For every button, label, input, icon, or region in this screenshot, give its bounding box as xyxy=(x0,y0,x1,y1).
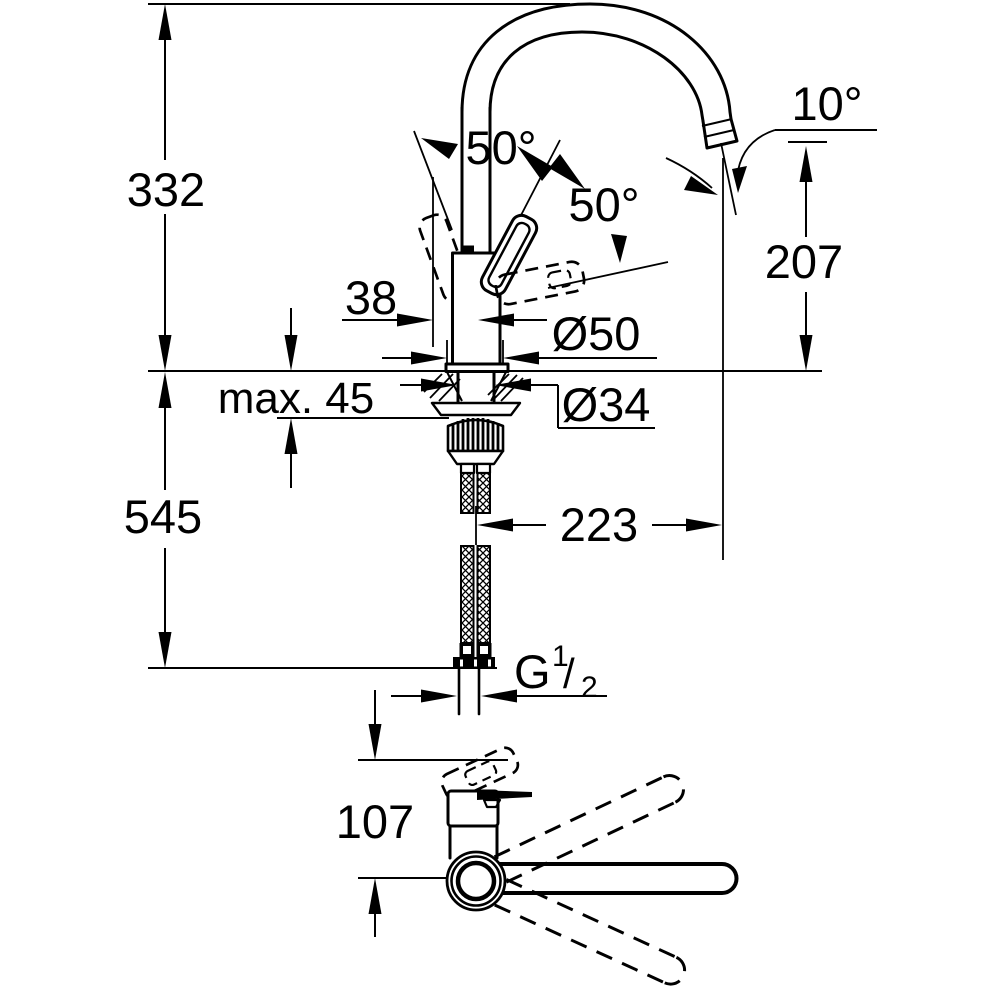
dim-50deg-upper-label: 50° xyxy=(465,121,536,174)
dim-223-label: 223 xyxy=(560,498,638,551)
dim-332-label: 332 xyxy=(127,163,205,216)
dim-base-diameter-50: Ø50 xyxy=(382,307,657,365)
dim-max45-label: max. 45 xyxy=(218,374,375,423)
topview-handle-dashed xyxy=(440,746,520,801)
dim-thread-g12: G 1 / 2 xyxy=(391,640,607,704)
dim-handle-angle-upper-50: 50° xyxy=(421,121,585,189)
handle-axis-left-line xyxy=(413,130,453,231)
topview-swivel-joint xyxy=(445,850,507,912)
flexible-hoses xyxy=(460,472,491,644)
hose-fittings xyxy=(453,643,495,669)
topview-spout-dashed-down xyxy=(494,878,687,986)
handle-dashed-horizontal xyxy=(494,260,586,306)
dim-height-332: 332 xyxy=(127,4,205,371)
spout-riser-pipe xyxy=(460,106,492,255)
dim-545-label: 545 xyxy=(124,490,202,543)
dim-hole-diameter-34: Ø34 xyxy=(400,378,655,431)
handle-hinge-tab xyxy=(463,245,474,254)
dim-d34-label: Ø34 xyxy=(562,378,651,431)
mounting-nut xyxy=(446,418,505,475)
handle-axis-horizontal-line xyxy=(547,261,669,289)
thread-letter: G xyxy=(514,645,551,698)
dim-pivot-offset-107: 107 xyxy=(336,690,508,937)
topview-lever-base xyxy=(482,798,502,809)
connection-tube xyxy=(457,667,481,716)
spout-arc-inner xyxy=(488,30,705,123)
dim-hose-length-545: 545 xyxy=(124,372,202,668)
dim-spout-reach-223: 223 xyxy=(475,498,722,551)
dimensions: 332 545 max. 45 38 xyxy=(124,4,877,937)
topview-lever xyxy=(477,790,532,800)
faucet-top-view xyxy=(440,746,739,986)
dim-50deg-lower-label: 50° xyxy=(568,178,639,231)
collar-extension-lines xyxy=(446,340,504,364)
thread-slash: / xyxy=(563,650,575,697)
handle-solid xyxy=(479,213,539,297)
spray-direction-line xyxy=(720,142,737,216)
topview-spout-solid xyxy=(498,862,739,895)
threaded-shank xyxy=(456,370,496,404)
dim-outlet-angle-10: 10° xyxy=(665,77,877,195)
dim-d50-label: Ø50 xyxy=(552,307,641,360)
dim-max-thickness-45: max. 45 xyxy=(218,308,375,488)
dim-handle-angle-lower-50: 50° xyxy=(568,178,640,263)
dim-107-label: 107 xyxy=(336,795,414,848)
dim-10deg-label: 10° xyxy=(791,77,862,130)
thread-numerator: 1 xyxy=(552,640,569,673)
topview-spout-dashed-up xyxy=(493,774,685,884)
dim-38-label: 38 xyxy=(345,271,397,324)
base-collar xyxy=(444,362,510,373)
thread-denominator: 2 xyxy=(581,671,598,704)
dim-outlet-height-207: 207 xyxy=(765,141,843,371)
topview-body-sides xyxy=(448,824,499,860)
reference-lines xyxy=(148,3,822,669)
stabilizing-washer xyxy=(430,401,522,417)
spout-arc-outer xyxy=(460,2,733,121)
dim-handle-projection-38: 38 xyxy=(342,271,547,327)
spout-outlet xyxy=(701,117,739,150)
dim-207-label: 207 xyxy=(765,235,843,288)
faucet-side-view xyxy=(413,2,739,716)
